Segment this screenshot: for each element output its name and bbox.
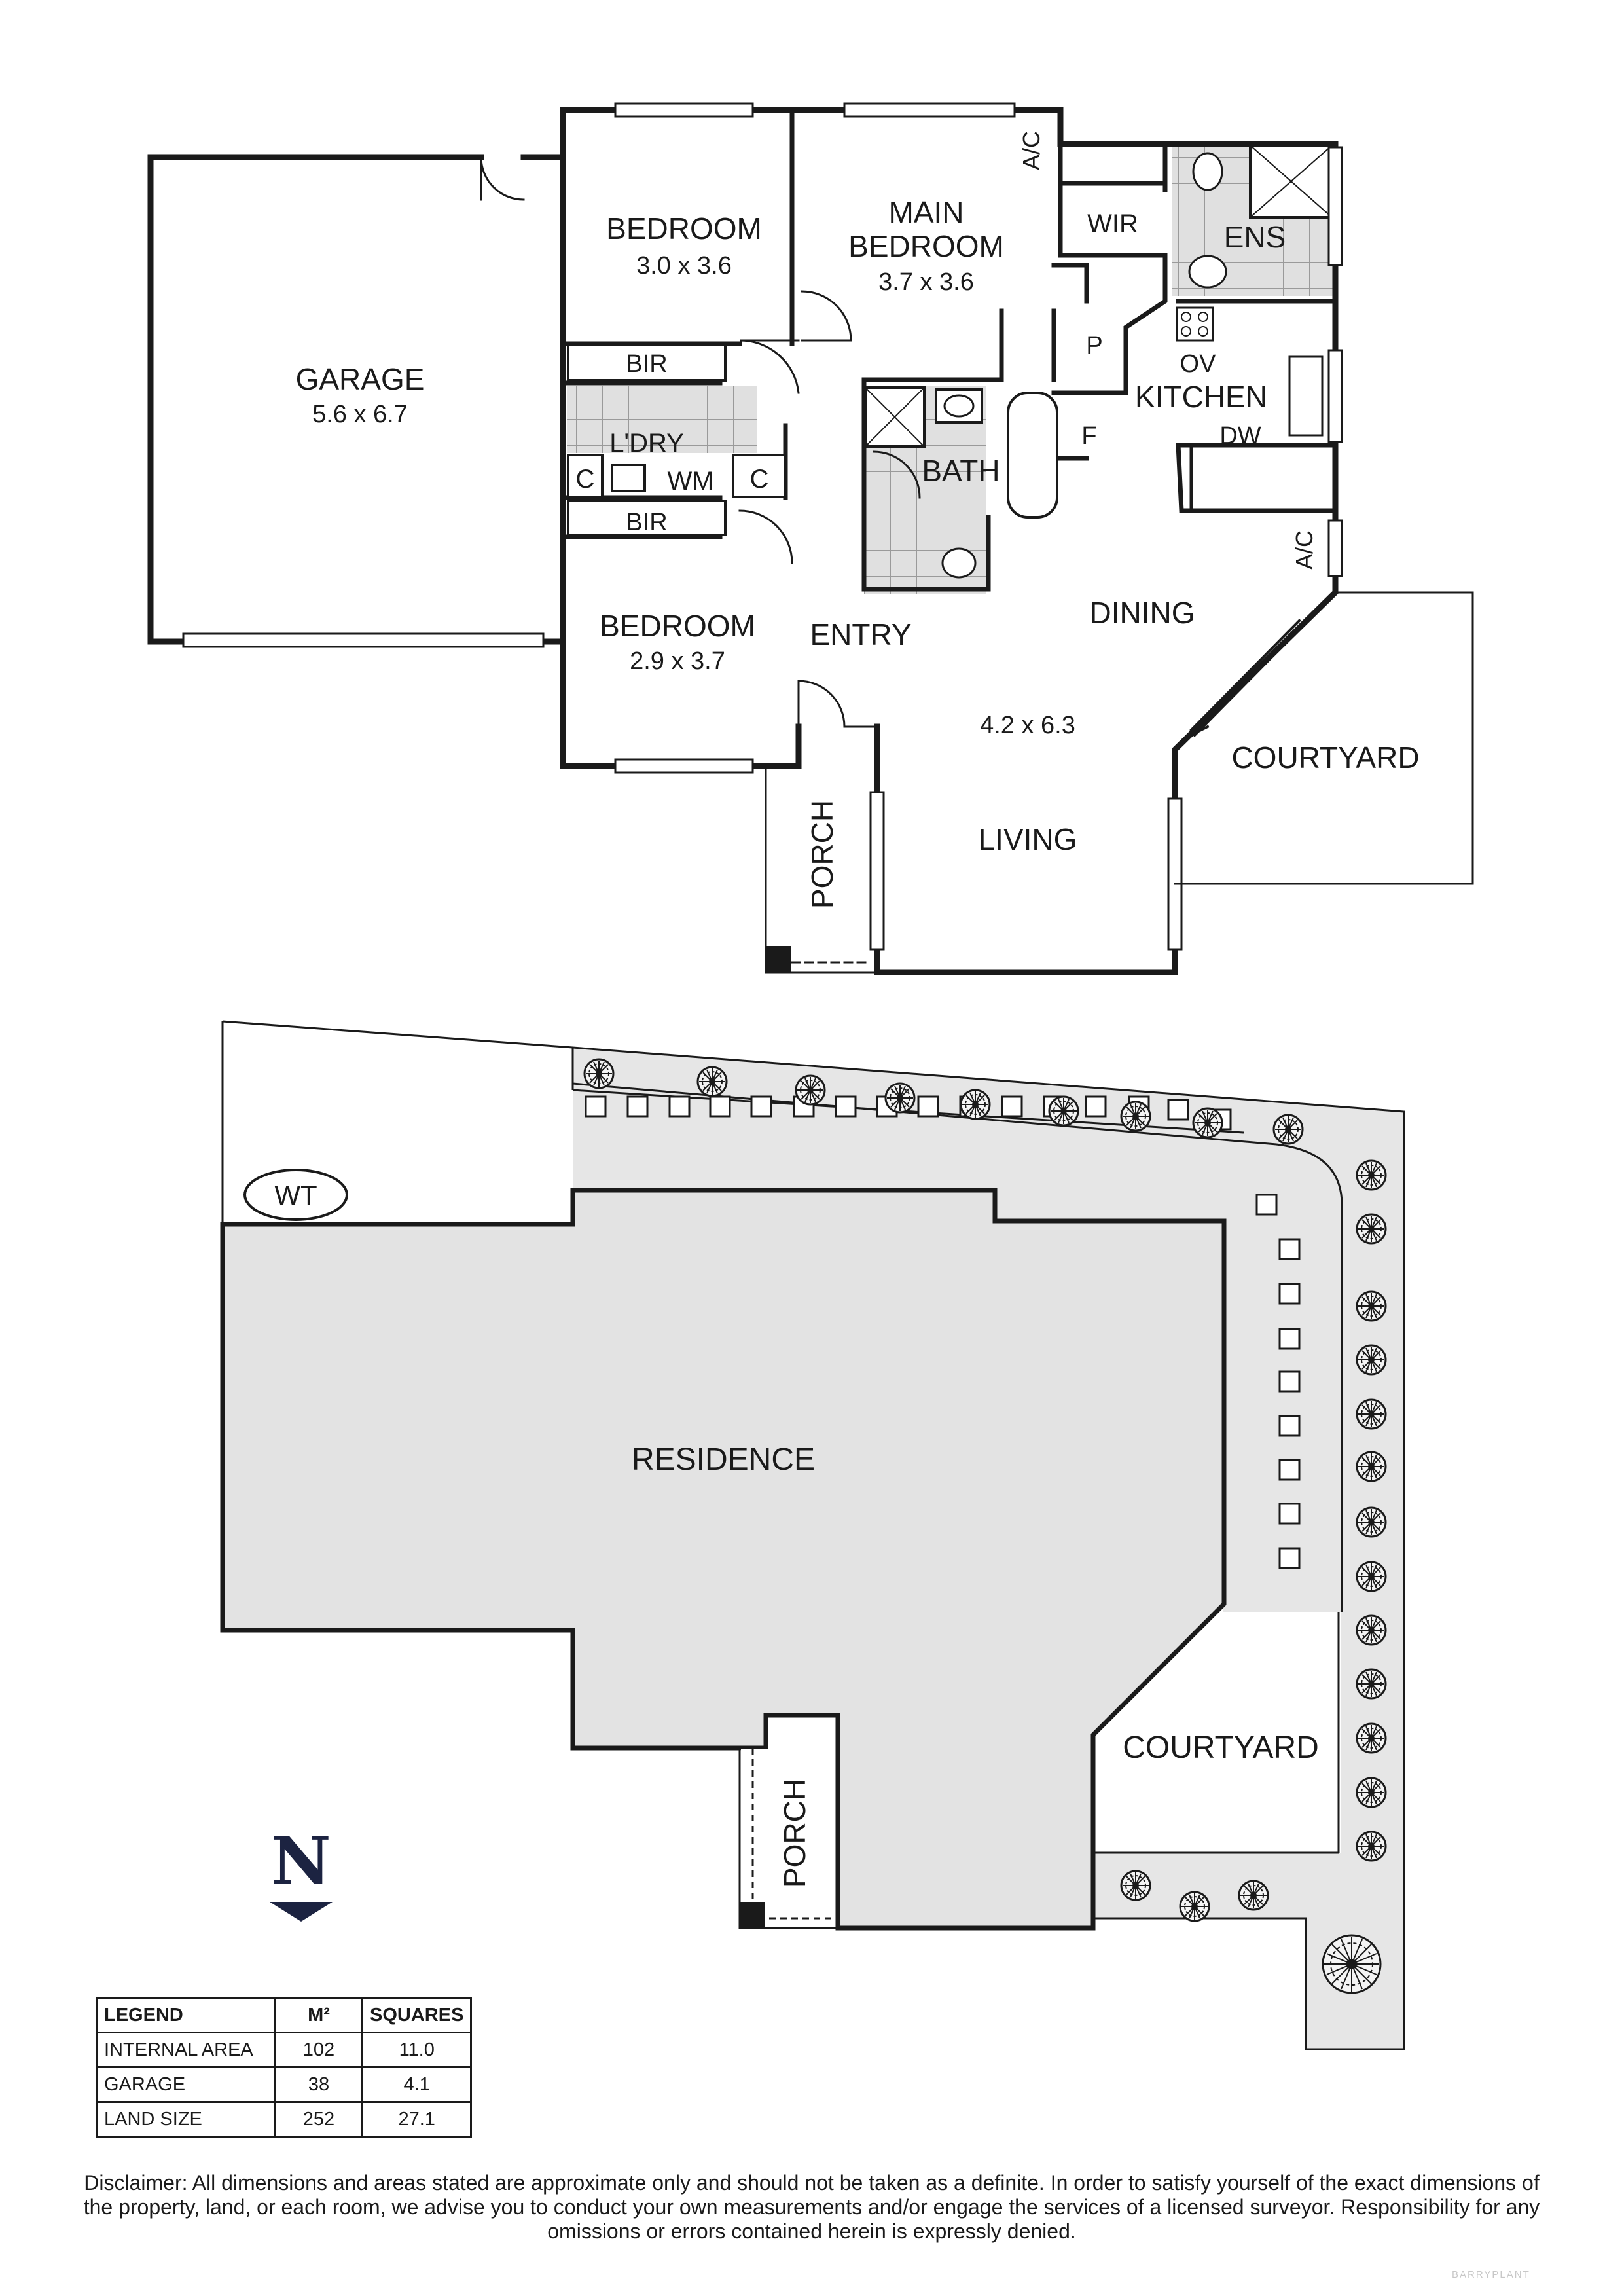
- c-right-label: C: [750, 465, 769, 494]
- entry-door-swing: [797, 680, 878, 728]
- legend-header: LEGEND: [96, 1997, 276, 2033]
- bedroom2-door-swing: [738, 509, 793, 564]
- wm-label: WM: [667, 467, 713, 496]
- legend-squares: 11.0: [361, 2032, 473, 2068]
- legend-row: INTERNAL AREA 102 11.0: [96, 2032, 473, 2068]
- garage-label: GARAGE: [296, 362, 425, 396]
- cooktop: [1176, 306, 1214, 342]
- garage-door: [182, 632, 545, 648]
- residence-outline: [220, 1188, 1227, 1931]
- north-letter: N: [271, 1822, 331, 1899]
- paved-area: [573, 1048, 1404, 2049]
- main-bedroom-size: 3.7 x 3.6: [878, 268, 974, 296]
- bath-label: BATH: [922, 454, 1000, 488]
- porch-post: [766, 946, 791, 972]
- kitchen-island: [1189, 446, 1337, 513]
- site-plan: WT RESIDENCE COURTYARD PORCH: [220, 1020, 1405, 2050]
- main-bedroom-label-1: MAIN: [889, 195, 964, 229]
- m2-header: M²: [274, 1997, 363, 2033]
- legend-squares: 27.1: [361, 2101, 473, 2138]
- disclaimer-text: Disclaimer: All dimensions and areas sta…: [83, 2171, 1540, 2243]
- squares-header: SQUARES: [361, 1997, 473, 2033]
- legend-row: GARAGE 38 4.1: [96, 2066, 473, 2103]
- ac-label-top: A/C: [1018, 131, 1045, 170]
- garage-side-door-swing: [480, 156, 525, 201]
- bedroom1-door-swing: [739, 339, 800, 394]
- kitchen-sink: [1288, 355, 1324, 437]
- fridge-label: F: [1081, 422, 1096, 450]
- legend-label: LAND SIZE: [96, 2101, 276, 2138]
- dining-label: DINING: [1090, 596, 1195, 630]
- bedroom1-size: 3.0 x 3.6: [636, 252, 732, 280]
- laundry-cupboard-left: [567, 454, 604, 498]
- legend-label: INTERNAL AREA: [96, 2032, 276, 2068]
- bir-top: [567, 342, 727, 382]
- ac-label-right: A/C: [1291, 530, 1318, 570]
- wir-label: WIR: [1087, 210, 1138, 238]
- ldry-label: L'DRY: [609, 429, 684, 458]
- legend-label: GARAGE: [96, 2066, 276, 2103]
- bir-bottom-label: BIR: [626, 509, 667, 536]
- c-left-label: C: [576, 465, 595, 494]
- main-bedroom-label-2: BEDROOM: [848, 229, 1004, 263]
- pantry-label: P: [1086, 332, 1102, 359]
- bir-bottom: [567, 500, 727, 536]
- floor-plan-labels: GARAGE 5.6 x 6.7 BEDROOM 3.0 x 3.6 MAIN …: [296, 131, 1420, 909]
- bir-top-label: BIR: [626, 350, 667, 378]
- porch-label-top: PORCH: [805, 800, 839, 909]
- laundry-tub: [611, 464, 646, 492]
- legend-row: LAND SIZE 252 27.1: [96, 2101, 473, 2138]
- legend-table: LEGEND M² SQUARES INTERNAL AREA 102 11.0…: [96, 1997, 473, 2138]
- residence-label: RESIDENCE: [632, 1442, 815, 1477]
- bedroom2-label: BEDROOM: [600, 609, 755, 643]
- laundry-cupboard-right: [732, 454, 787, 498]
- kitchen-label: KITCHEN: [1135, 380, 1267, 414]
- ens-basin: [1192, 152, 1223, 191]
- courtyard-label-top: COURTYARD: [1231, 740, 1419, 774]
- north-arrow-icon: [270, 1902, 333, 1922]
- legend-squares: 4.1: [361, 2066, 473, 2103]
- living-size: 4.2 x 6.3: [980, 712, 1075, 739]
- north-arrow: N: [270, 1822, 333, 1922]
- courtyard-label-site: COURTYARD: [1123, 1730, 1319, 1765]
- legend-m2: 38: [274, 2066, 363, 2103]
- porch-label-site: PORCH: [778, 1779, 812, 1887]
- bedroom1-label: BEDROOM: [606, 211, 762, 246]
- bathtub: [1007, 392, 1058, 519]
- bedroom2-size: 2.9 x 3.7: [630, 647, 725, 675]
- floor-plan: [147, 102, 1474, 975]
- courtyard-outline: [1174, 591, 1474, 885]
- garage-walls: [147, 154, 566, 645]
- laundry-tiles: [567, 386, 757, 453]
- legend-m2: 102: [274, 2032, 363, 2068]
- garage-size: 5.6 x 6.7: [312, 401, 408, 428]
- ens-toilet: [1188, 255, 1227, 289]
- entry-label: ENTRY: [810, 617, 911, 651]
- water-tank: [243, 1169, 348, 1221]
- legend-m2: 252: [274, 2101, 363, 2138]
- oven-label: OV: [1180, 350, 1217, 378]
- bath-door-swing: [873, 450, 921, 499]
- dishwasher-label: DW: [1219, 422, 1261, 450]
- legend-header-row: LEGEND M² SQUARES: [96, 1997, 473, 2033]
- living-label: LIVING: [979, 822, 1077, 856]
- windows: [614, 102, 1343, 951]
- main-bedroom-door-swing: [801, 290, 852, 342]
- ens-label: ENS: [1224, 220, 1286, 254]
- wt-label: WT: [274, 1180, 317, 1211]
- brand-watermark: BARRYPLANT: [1452, 2269, 1530, 2280]
